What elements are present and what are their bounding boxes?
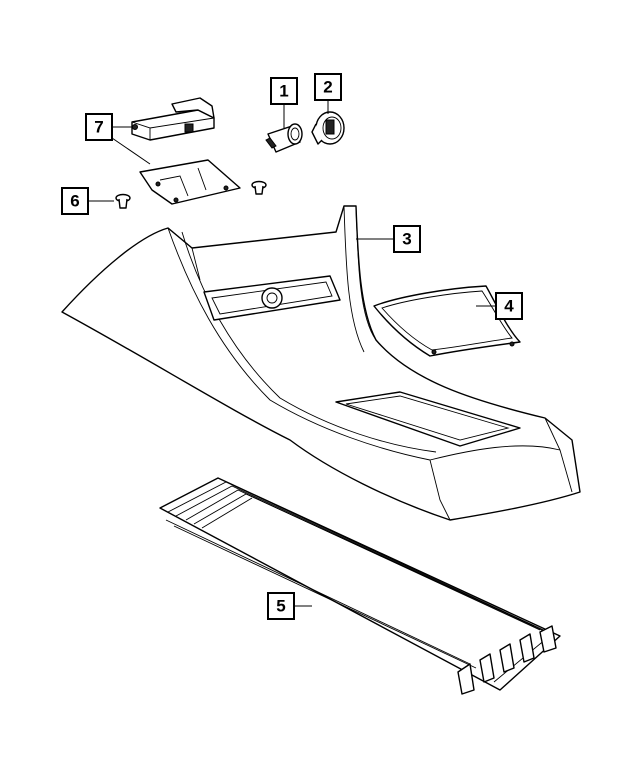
callout-3-label: 3 (402, 230, 411, 249)
callout-6: 6 (61, 187, 89, 215)
callout-4: 4 (495, 292, 523, 320)
callout-5: 5 (267, 592, 295, 620)
part-6-push-pin-clip (115, 193, 131, 209)
callout-1-label: 1 (279, 82, 288, 101)
callout-3: 3 (393, 225, 421, 253)
part-7-module-bracket (131, 97, 215, 141)
part-3-center-console (61, 205, 581, 521)
callout-2: 2 (314, 73, 342, 101)
part-5-ribbed-mat (159, 477, 561, 695)
leader-7b (111, 137, 151, 165)
part-4-side-trim-panel (373, 285, 521, 357)
part-1-power-outlet (265, 123, 303, 153)
callout-1: 1 (270, 77, 298, 105)
callout-6-label: 6 (70, 192, 79, 211)
callout-7-label: 7 (94, 118, 103, 137)
callout-4-label: 4 (504, 297, 514, 316)
part-7-mounting-plate (139, 159, 241, 205)
callout-2-label: 2 (323, 78, 332, 97)
part-2-lighter-knob (311, 111, 345, 145)
callout-5-label: 5 (276, 597, 285, 616)
part-6-push-pin-clip-secondary (251, 180, 267, 195)
callout-7: 7 (85, 113, 113, 141)
